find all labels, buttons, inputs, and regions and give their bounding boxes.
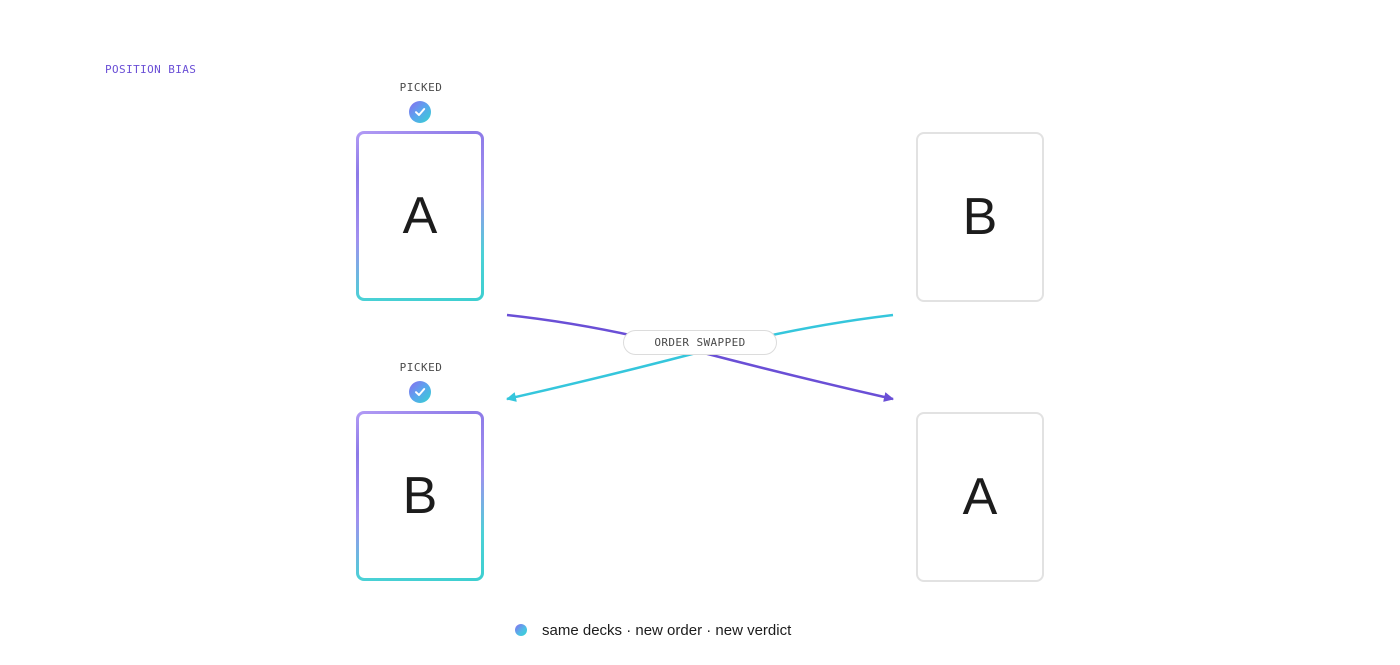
legend: same decks · new order · new verdict <box>515 620 791 640</box>
card-letter: B <box>962 188 998 246</box>
gradient-dot-icon <box>515 624 527 636</box>
picked-label-top: PICKED <box>399 81 443 94</box>
picked-label-bottom: PICKED <box>399 361 443 374</box>
card-bottom-left: B <box>356 411 484 581</box>
card-letter: B <box>402 467 438 525</box>
section-label: POSITION BIAS <box>105 63 197 76</box>
legend-text: same decks · new order · new verdict <box>542 621 792 639</box>
check-circle-icon <box>409 381 431 403</box>
card-top-right: B <box>916 132 1044 302</box>
card-letter: A <box>402 187 438 245</box>
card-bottom-right: A <box>916 412 1044 582</box>
check-circle-icon <box>409 101 431 123</box>
order-swapped-badge: ORDER SWAPPED <box>623 330 777 355</box>
card-top-left: A <box>356 131 484 301</box>
card-letter: A <box>962 468 998 526</box>
